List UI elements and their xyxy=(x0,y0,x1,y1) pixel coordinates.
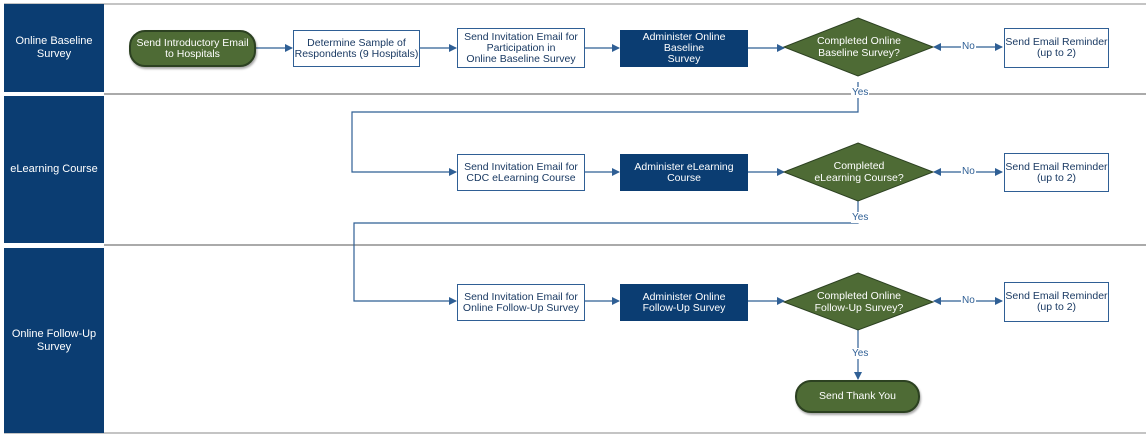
edge-yes-baseline xyxy=(351,82,859,176)
send-invitation-baseline-box: Send Invitation Email for Participation … xyxy=(457,28,585,68)
lane-online-follow-up-survey: Online Follow-Up Survey xyxy=(4,248,104,433)
decision-elearning-shape xyxy=(782,142,935,202)
edge-label-no-baseline: No xyxy=(961,41,976,52)
email-reminder-baseline-box: Send Email Reminder (up to 2) xyxy=(1004,28,1109,68)
administer-followup-box: Administer Online Follow-Up Survey xyxy=(620,284,748,321)
start-terminal: Send Introductory Email to Hospitals xyxy=(129,30,256,67)
decision-elearning-label: Completed eLearning Course? xyxy=(814,160,904,184)
send-invitation-elearning-box: Send Invitation Email for CDC eLearning … xyxy=(457,154,585,191)
edge-label-yes-elearning: Yes xyxy=(851,212,870,223)
decision-baseline-shape xyxy=(782,17,935,77)
lane-elearning-course: eLearning Course xyxy=(4,96,104,243)
edge-yes-elearning xyxy=(353,201,859,305)
email-reminder-elearning-box: Send Email Reminder (up to 2) xyxy=(1004,153,1109,192)
email-reminder-followup-box: Send Email Reminder (up to 2) xyxy=(1004,282,1109,322)
edge-label-no-elearning: No xyxy=(961,166,976,177)
administer-baseline-box: Administer Online Baseline Survey xyxy=(620,30,748,67)
end-terminal: Send Thank You xyxy=(795,380,920,413)
administer-elearning-box: Administer eLearning Course xyxy=(620,154,748,191)
decision-baseline-label: Completed Online Baseline Survey? xyxy=(816,35,902,59)
edge-label-no-followup: No xyxy=(961,295,976,306)
edge-label-yes-followup: Yes xyxy=(851,348,870,359)
decision-followup-label: Completed Online Follow-Up Survey? xyxy=(814,290,904,314)
edge-label-yes-baseline: Yes xyxy=(851,87,870,98)
send-invitation-followup-box: Send Invitation Email for Online Follow-… xyxy=(457,284,585,321)
lane-online-baseline-survey: Online Baseline Survey xyxy=(4,4,104,92)
determine-sample-box: Determine Sample of Respondents (9 Hospi… xyxy=(293,30,420,67)
decision-followup-shape xyxy=(782,272,935,331)
